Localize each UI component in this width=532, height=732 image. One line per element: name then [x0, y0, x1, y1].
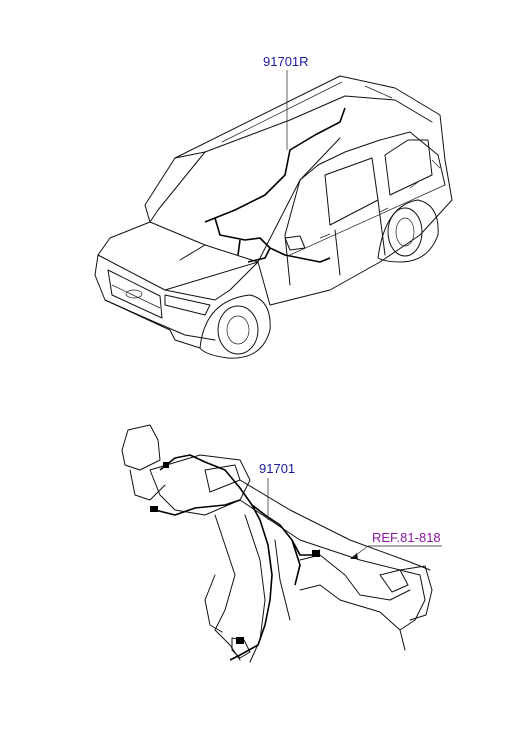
reference-label[interactable]: REF.81-818 [372, 530, 441, 545]
dashboard-harness-drawing [121, 424, 442, 663]
part-label-main-harness[interactable]: 91701 [259, 461, 296, 476]
part-label-roof-harness[interactable]: 91701R [263, 54, 309, 69]
vehicle-drawing [94, 70, 453, 359]
